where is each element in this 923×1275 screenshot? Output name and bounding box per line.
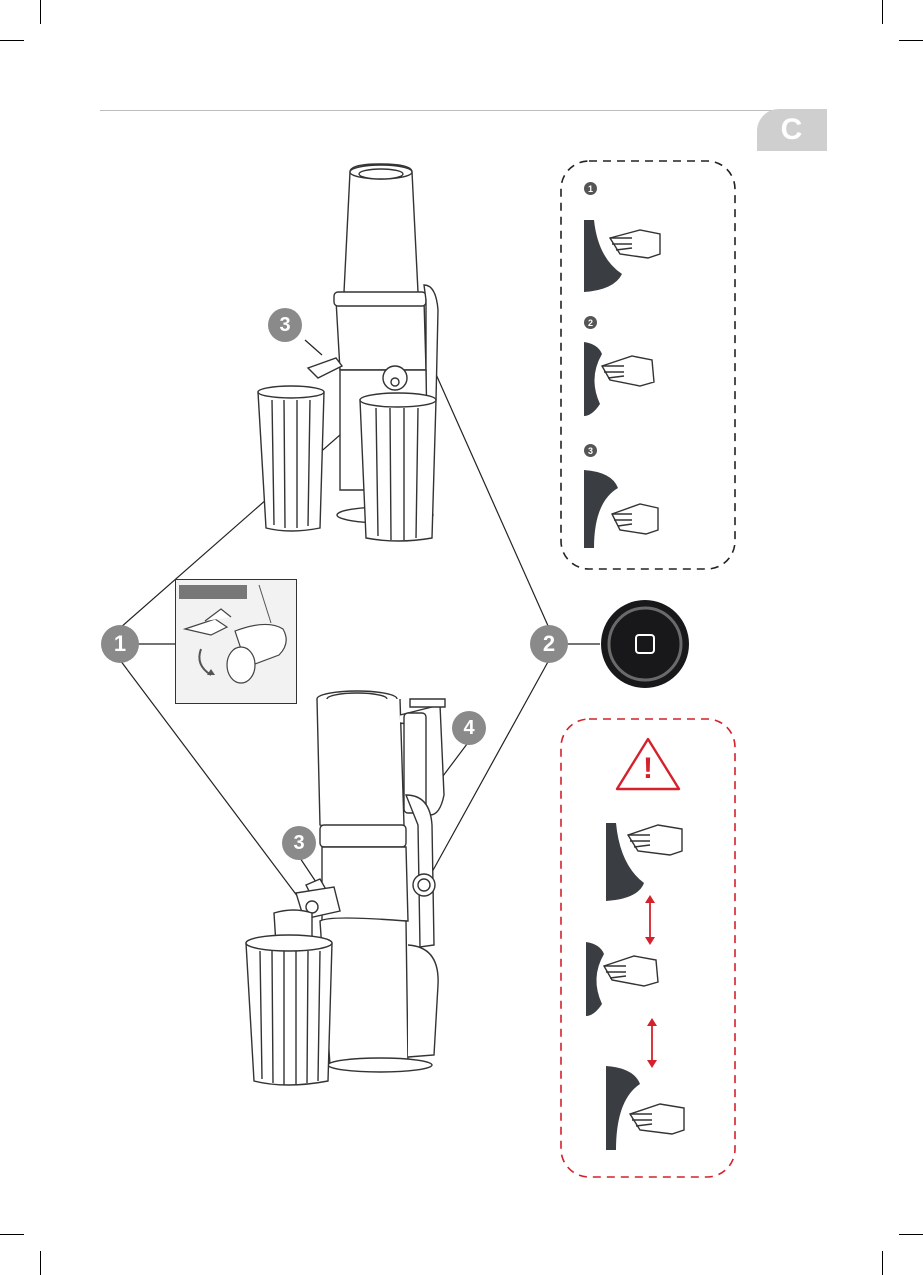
hand-press-icon — [630, 1104, 684, 1134]
step-number: 2 — [584, 316, 597, 329]
hand-press-icon — [602, 356, 654, 386]
callout-cap-bottom: 3 — [282, 826, 316, 860]
dial-step-3 — [582, 468, 672, 552]
warning-exclamation: ! — [638, 752, 658, 786]
step-number: 3 — [584, 444, 597, 457]
juicer-illustration — [240, 160, 450, 545]
callout-handle: 4 — [452, 711, 486, 745]
double-arrow-icon — [645, 1018, 659, 1068]
hand-press-icon — [604, 956, 658, 986]
dial-warning-3 — [604, 1064, 696, 1154]
step-number: 1 — [584, 182, 597, 195]
dial-warning-1 — [604, 815, 696, 905]
callout-cap-top: 3 — [268, 308, 302, 342]
dial-step-1 — [582, 218, 672, 298]
power-button-icon — [600, 600, 690, 690]
dial-step-2 — [582, 340, 672, 420]
hand-press-icon — [628, 825, 682, 855]
callout-spout: 1 — [101, 625, 139, 663]
hand-press-icon — [610, 230, 660, 258]
hand-press-icon — [612, 504, 658, 534]
double-arrow-icon — [643, 895, 657, 945]
dial-warning-2 — [584, 940, 676, 1020]
callout-power-button: 2 — [530, 625, 568, 663]
juicer-illustration — [240, 685, 460, 1095]
